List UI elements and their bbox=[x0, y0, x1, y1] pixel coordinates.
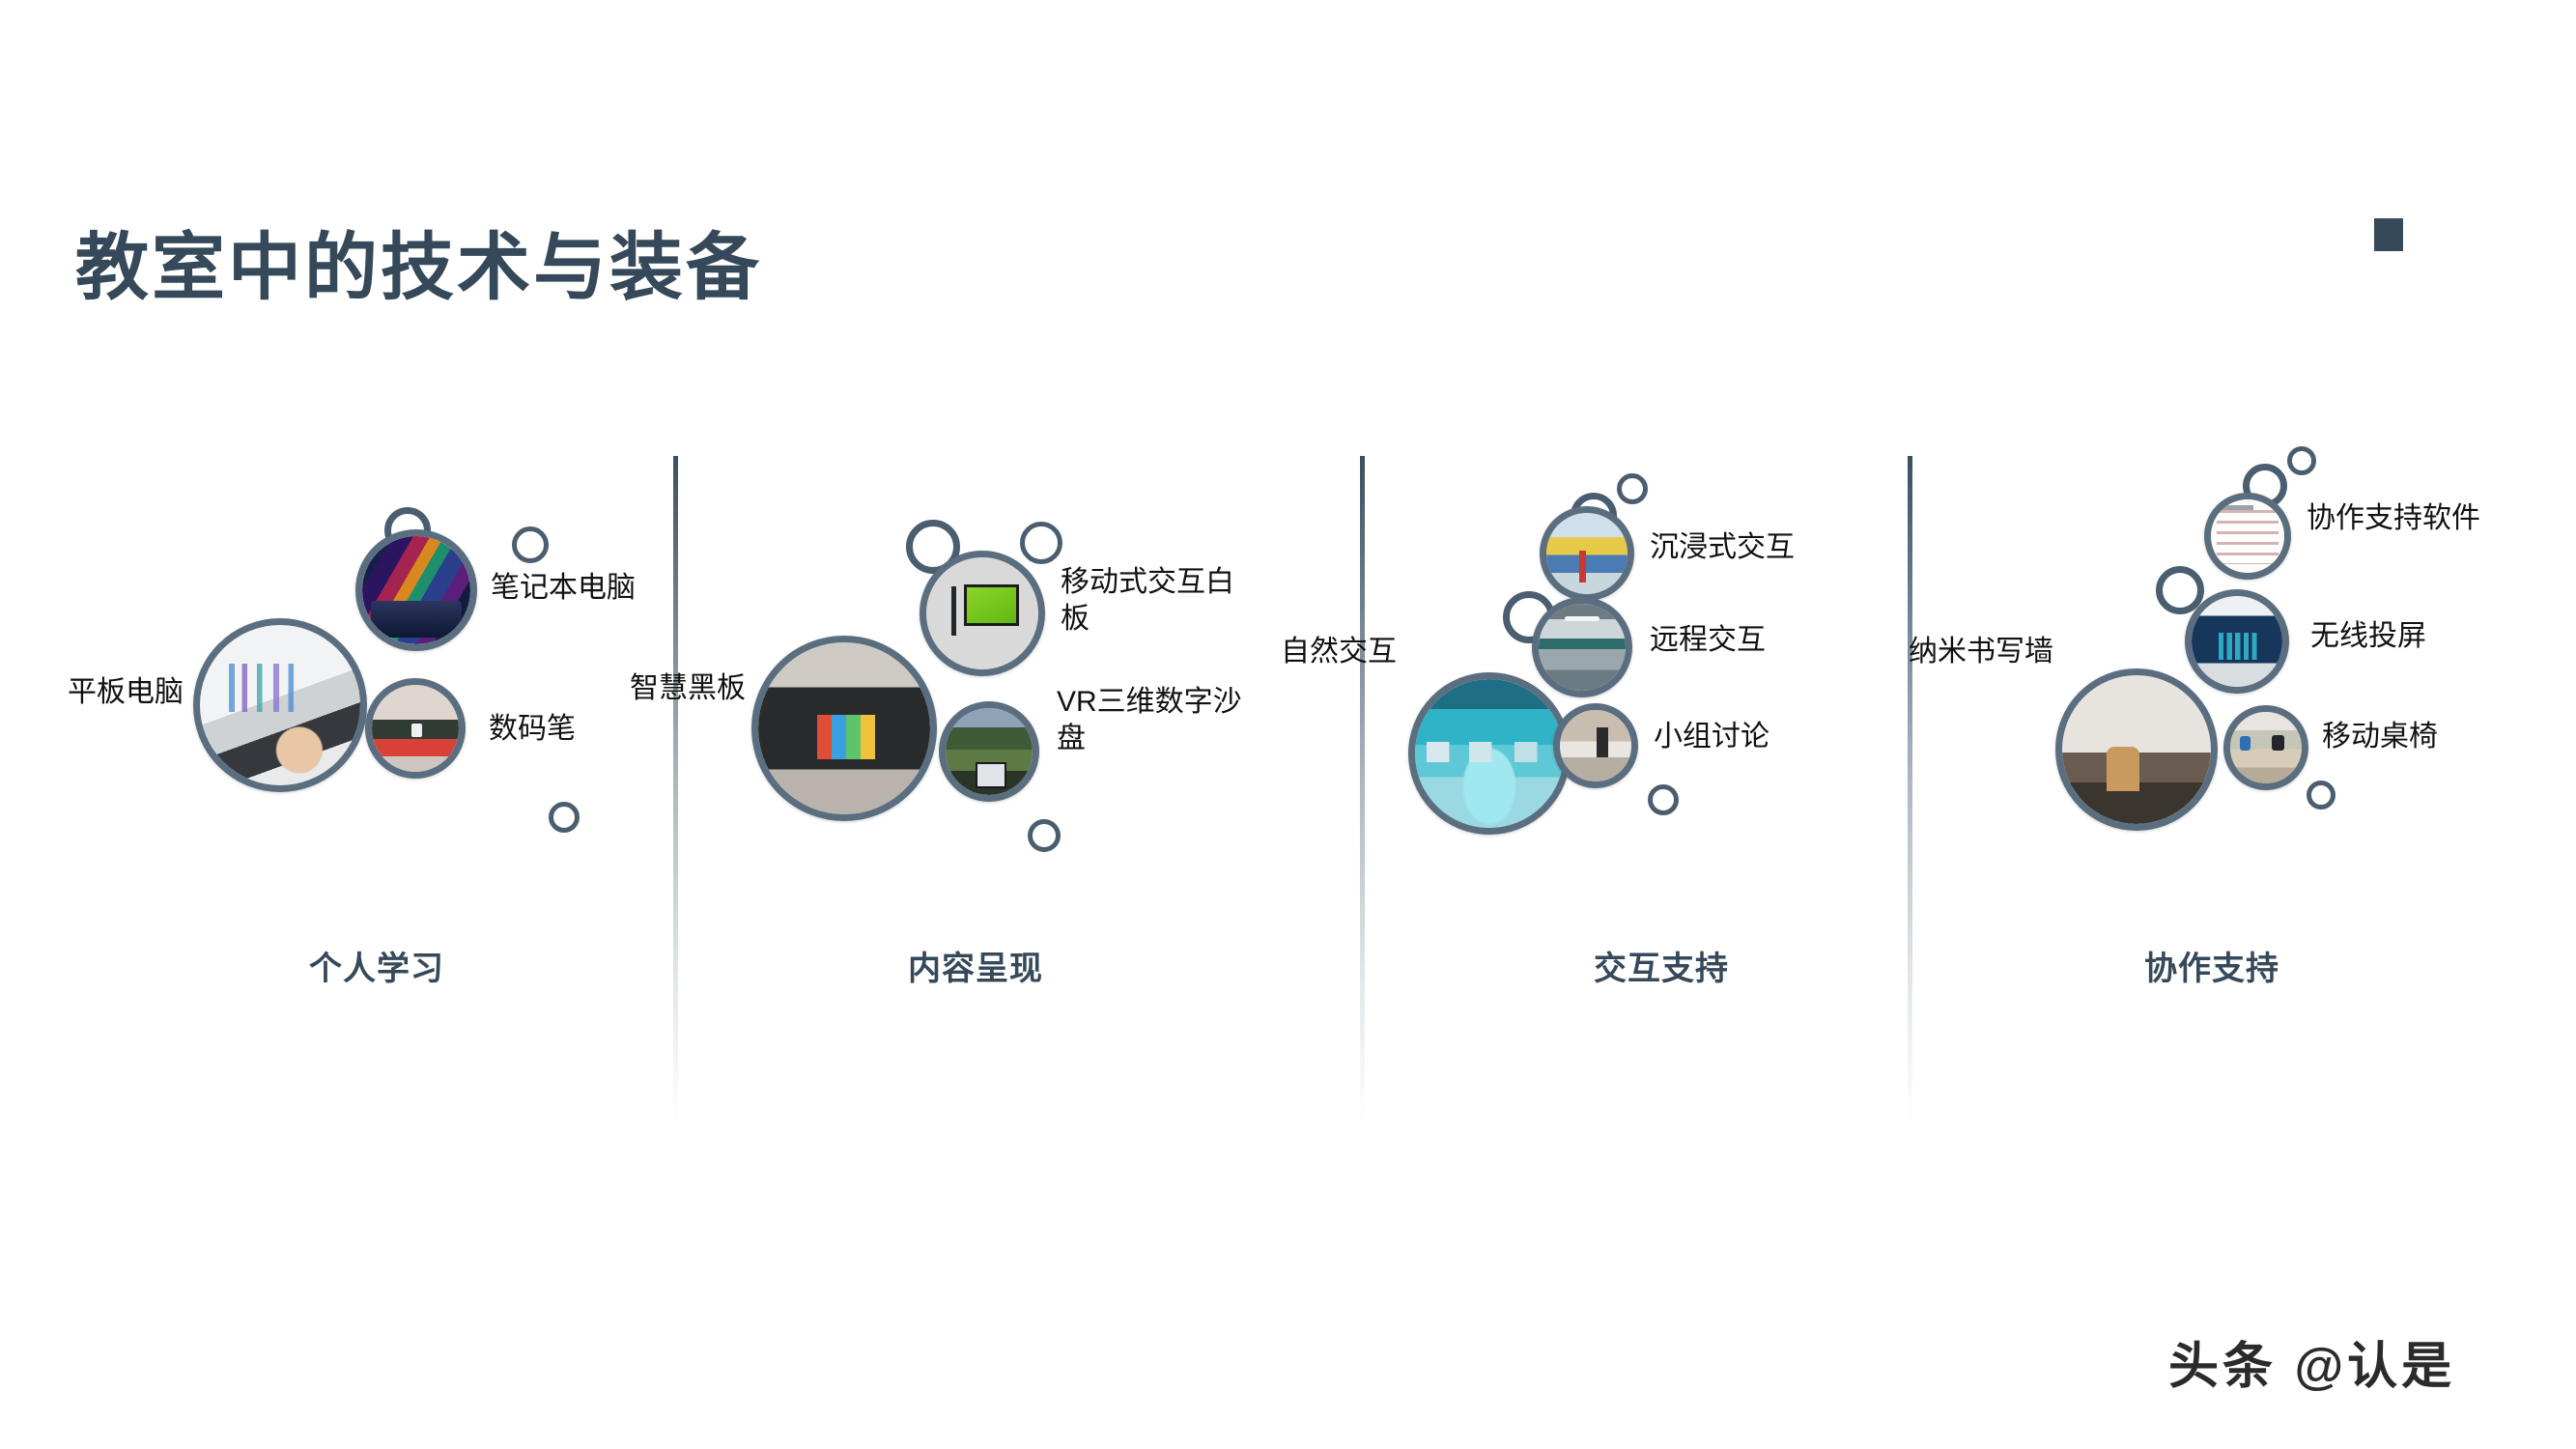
page-title: 教室中的技术与装备 bbox=[75, 227, 762, 309]
vr-sandtable-photo bbox=[946, 708, 1033, 795]
bubble-label-remote-interaction: 远程交互 bbox=[1650, 624, 1766, 656]
decorative-ring-icon bbox=[2307, 781, 2335, 810]
bubble-label-smart-blackboard: 智慧黑板 bbox=[630, 672, 746, 704]
nano-writing-wall-photo bbox=[2062, 675, 2211, 824]
bubble-natural-interaction[interactable] bbox=[1408, 672, 1571, 835]
decorative-ring-icon bbox=[512, 526, 549, 563]
category-caption-interaction-support: 交互支持 bbox=[1594, 951, 1729, 987]
bubble-label-vr-sandtable: VR三维数字沙盘 bbox=[1057, 686, 1242, 755]
smart-blackboard-photo bbox=[758, 642, 930, 814]
decorative-ring-icon bbox=[1028, 819, 1061, 852]
column-divider-2 bbox=[1360, 456, 1365, 1122]
decorative-ring-icon bbox=[2156, 566, 2204, 614]
group-discussion-photo bbox=[1560, 710, 1631, 781]
bubble-tablet[interactable] bbox=[193, 618, 367, 792]
remote-interaction-photo bbox=[1539, 604, 1626, 691]
bubble-cluster-4: 纳米书写墙 协作支持软件 无线投屏 移动桌椅 bbox=[1909, 425, 2482, 869]
category-caption-personal-learning: 个人学习 bbox=[309, 951, 444, 987]
tablet-photo bbox=[200, 625, 360, 785]
bubble-label-tablet: 平板电脑 bbox=[68, 676, 184, 708]
bubble-nano-writing-wall[interactable] bbox=[2055, 668, 2218, 831]
bubble-laptop[interactable] bbox=[355, 529, 477, 651]
mobile-desks-photo bbox=[2230, 712, 2302, 783]
bubble-label-mobile-whiteboard: 移动式交互白板 bbox=[1061, 566, 1234, 636]
category-column-personal-learning: 平板电脑 笔记本电脑 数码笔 bbox=[68, 425, 647, 1101]
category-column-interaction-support: 自然交互 沉浸式交互 远程交互 小组讨论 bbox=[1281, 425, 1932, 1101]
bubble-label-mobile-desks: 移动桌椅 bbox=[2322, 721, 2438, 753]
bubble-label-laptop: 笔记本电脑 bbox=[491, 572, 636, 604]
decorative-ring-icon bbox=[1648, 784, 1679, 815]
bubble-digital-pen[interactable] bbox=[365, 678, 466, 779]
bubble-cluster-1: 平板电脑 笔记本电脑 数码笔 bbox=[68, 425, 647, 869]
digital-pen-photo bbox=[372, 685, 459, 772]
title-accent-square-icon bbox=[2374, 218, 2403, 251]
laptop-photo bbox=[362, 536, 470, 644]
collaboration-software-photo bbox=[2211, 499, 2284, 573]
natural-interaction-photo bbox=[1415, 679, 1564, 828]
bubble-wireless-screencast[interactable] bbox=[2185, 589, 2289, 694]
decorative-ring-icon bbox=[1020, 522, 1062, 564]
bubble-label-nano-writing-wall: 纳米书写墙 bbox=[1909, 636, 2053, 668]
decorative-ring-icon bbox=[2287, 446, 2316, 475]
category-caption-collaboration-support: 协作支持 bbox=[2144, 951, 2279, 987]
wireless-screencast-photo bbox=[2192, 596, 2282, 687]
watermark: 头条 @认是 bbox=[2168, 1339, 2456, 1395]
decorative-ring-icon bbox=[1617, 473, 1648, 504]
bubble-immersive-interaction[interactable] bbox=[1540, 506, 1634, 601]
column-divider-3 bbox=[1908, 456, 1912, 1122]
bubble-cluster-3: 自然交互 沉浸式交互 远程交互 小组讨论 bbox=[1281, 425, 1932, 869]
immersive-interaction-photo bbox=[1546, 513, 1628, 594]
bubble-label-digital-pen: 数码笔 bbox=[489, 713, 576, 745]
decorative-ring-icon bbox=[906, 520, 960, 574]
category-column-collaboration-support: 纳米书写墙 协作支持软件 无线投屏 移动桌椅 bbox=[1909, 425, 2482, 1101]
bubble-group-discussion[interactable] bbox=[1553, 703, 1638, 788]
mobile-interactive-whiteboard-photo bbox=[926, 557, 1038, 669]
bubble-cluster-2: 智慧黑板 移动式交互白板 VR三维数字沙盘 bbox=[630, 425, 1246, 869]
bubble-vr-sandtable[interactable] bbox=[939, 701, 1039, 802]
bubble-mobile-desks[interactable] bbox=[2223, 705, 2308, 790]
bubble-label-immersive-interaction: 沉浸式交互 bbox=[1650, 531, 1795, 563]
bubble-collaboration-software[interactable] bbox=[2204, 493, 2291, 580]
bubble-label-wireless-screencast: 无线投屏 bbox=[2310, 620, 2426, 652]
decorative-ring-icon bbox=[549, 802, 580, 833]
bubble-mobile-whiteboard[interactable] bbox=[920, 551, 1045, 676]
bubble-remote-interaction[interactable] bbox=[1532, 597, 1632, 697]
bubble-label-collaboration-software: 协作支持软件 bbox=[2307, 502, 2480, 534]
category-column-content-presentation: 智慧黑板 移动式交互白板 VR三维数字沙盘 bbox=[630, 425, 1246, 1101]
bubble-label-natural-interaction: 自然交互 bbox=[1281, 636, 1397, 668]
column-divider-1 bbox=[673, 456, 678, 1122]
bubble-smart-blackboard[interactable] bbox=[751, 636, 937, 821]
bubble-label-group-discussion: 小组讨论 bbox=[1654, 721, 1769, 753]
category-caption-content-presentation: 内容呈现 bbox=[908, 951, 1043, 987]
